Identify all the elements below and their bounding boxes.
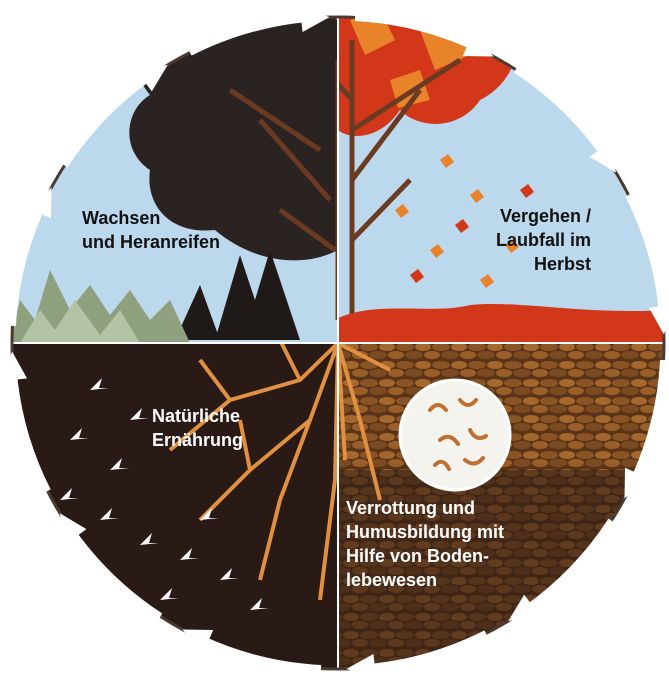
label-natural-nutrition: Natürliche Ernährung xyxy=(152,404,243,452)
soil-organisms-magnifier xyxy=(400,380,510,490)
label-line: Humusbildung mit xyxy=(346,520,504,544)
label-line: Laubfall im xyxy=(496,228,591,252)
label-line: lebewesen xyxy=(346,568,504,592)
label-line: Vergehen / xyxy=(496,204,591,228)
label-line: Wachsen xyxy=(82,206,220,230)
label-line: Hilfe von Boden- xyxy=(346,544,504,568)
label-line: Herbst xyxy=(496,252,591,276)
label-decomposition-humus: Verrottung und Humusbildung mit Hilfe vo… xyxy=(346,496,504,592)
label-line: Verrottung und xyxy=(346,496,504,520)
label-line: Ernährung xyxy=(152,428,243,452)
label-line: und Heranreifen xyxy=(82,230,220,254)
label-growth-and-maturing: Wachsen und Heranreifen xyxy=(82,206,220,254)
label-line: Natürliche xyxy=(152,404,243,428)
soil-left xyxy=(0,343,338,675)
label-decay-leaf-fall: Vergehen / Laubfall im Herbst xyxy=(496,204,591,276)
